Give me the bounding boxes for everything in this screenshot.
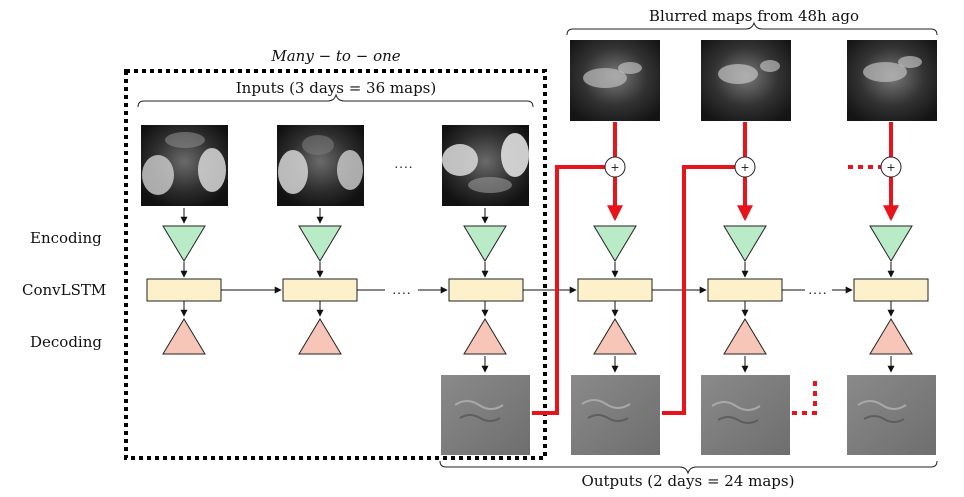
- decoder-3: [463, 318, 507, 355]
- convlstm-cell-4: [577, 278, 653, 302]
- input-map-3: [442, 125, 529, 206]
- recurrent-ellipsis-2: ....: [808, 283, 827, 297]
- residual-feedback-1: [532, 165, 605, 415]
- residual-feedback-2: [662, 165, 735, 415]
- decoder-4: [593, 318, 637, 355]
- convlstm-cell-2: [282, 278, 358, 302]
- plus-node-2: +: [734, 156, 756, 178]
- many-to-one-frame: [124, 69, 547, 460]
- svg-text:+: +: [610, 161, 619, 174]
- decoder-5: [723, 318, 767, 355]
- output-map-3: [701, 375, 790, 455]
- plus-node-1: +: [604, 156, 626, 178]
- encoder-6: [869, 225, 913, 262]
- many-to-one-label: Many − to − one: [270, 47, 400, 65]
- svg-text:+: +: [740, 161, 749, 174]
- svg-text:+: +: [886, 161, 895, 174]
- output-map-2: [571, 375, 660, 455]
- encoder-2: [298, 225, 342, 262]
- encoder-4: [593, 225, 637, 262]
- blurred-map-1: [570, 40, 660, 121]
- blurred-label: Blurred maps from 48h ago: [649, 7, 859, 25]
- decoder-6: [869, 318, 913, 355]
- input-map-1: [141, 125, 228, 206]
- encoder-5: [723, 225, 767, 262]
- blurred-map-3: [847, 40, 937, 121]
- output-map-1: [441, 375, 530, 455]
- outputs-brace: [439, 460, 938, 475]
- decoding-row-label: Decoding: [30, 333, 102, 351]
- convlstm-cell-1: [146, 278, 222, 302]
- convlstm-cell-6: [853, 278, 929, 302]
- encoder-1: [162, 225, 206, 262]
- decoder-2: [298, 318, 342, 355]
- output-map-4: [847, 375, 936, 455]
- residual-feedback-dotted-3: [792, 380, 817, 415]
- encoder-3: [463, 225, 507, 262]
- blurred-brace: [566, 21, 938, 36]
- inputs-brace: [137, 93, 534, 108]
- blurred-map-2: [701, 40, 791, 121]
- convlstm-cell-5: [707, 278, 783, 302]
- plus-node-3: +: [880, 156, 902, 178]
- inputs-label: Inputs (3 days = 36 maps): [236, 79, 437, 97]
- convlstm-cell-3: [448, 278, 524, 302]
- input-map-2: [277, 125, 364, 206]
- decoder-1: [162, 318, 206, 355]
- convlstm-row-label: ConvLSTM: [22, 281, 106, 299]
- encoding-row-label: Encoding: [30, 229, 102, 247]
- outputs-label: Outputs (2 days = 24 maps): [582, 472, 795, 490]
- recurrent-ellipsis-1: ....: [392, 283, 411, 297]
- input-ellipsis: ....: [394, 157, 413, 171]
